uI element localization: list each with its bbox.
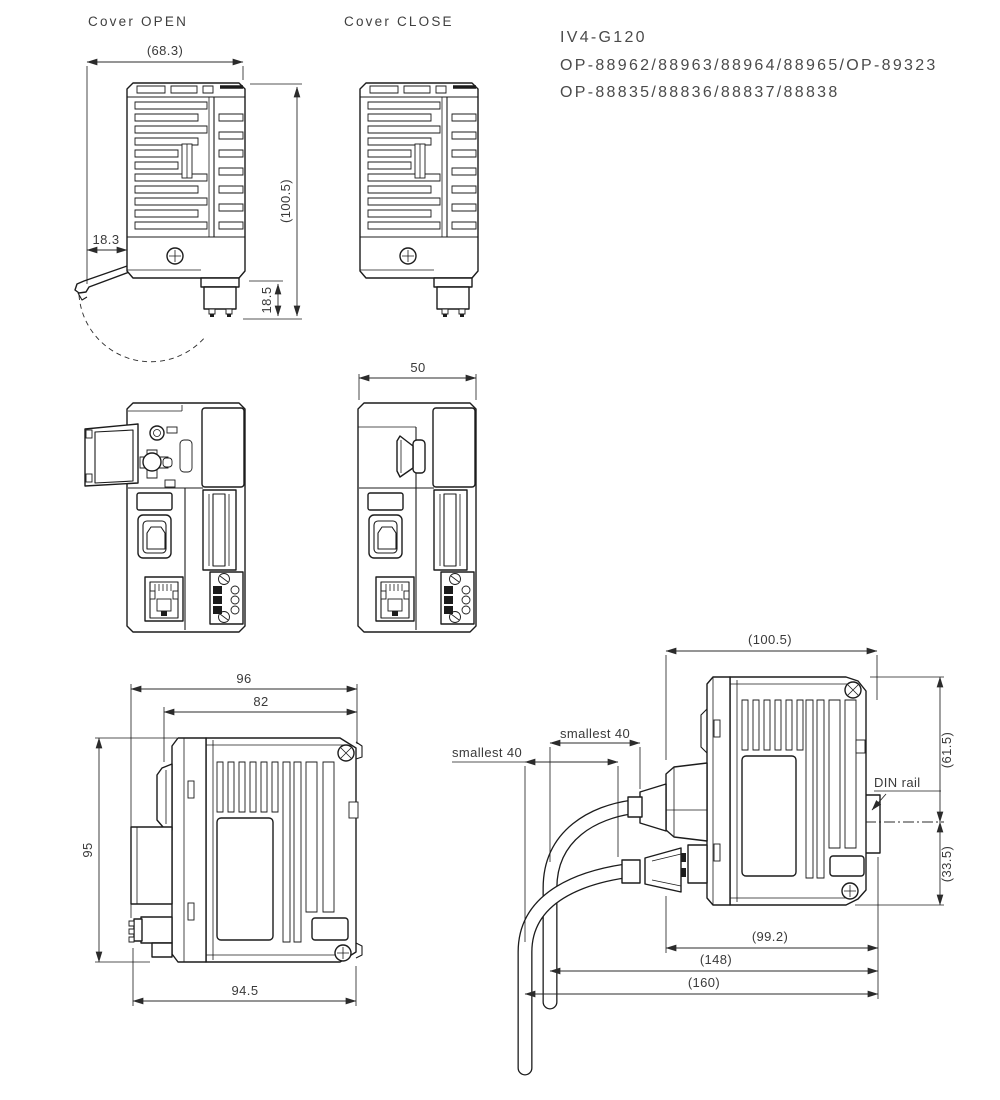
connector-block-side [130,826,173,905]
upper-cable [543,800,639,1009]
ethernet-port [144,576,184,622]
dim-mount-upper-height: (61.5) [939,732,954,768]
side-cover-panel [432,407,476,488]
lower-connector-side [140,916,173,944]
side-label-area [741,755,797,877]
option-codes-line1: OP-88962/88963/88964/88965/OP-89323 [560,57,938,74]
view-cover-close [359,82,479,317]
front-screw [149,425,165,441]
front-bezel [171,737,207,963]
dims-mounted: (100.5) smallest 40 smallest 40 (61.5) (… [452,632,954,999]
dim-side-overall: 96 [236,671,251,686]
usb-port [368,514,403,559]
dim-side-bottom: 94.5 [232,983,259,998]
upper-connector-housing [665,762,708,842]
terminal-block [209,571,244,625]
lower-connector-socket [687,844,708,884]
view-mounted: (100.5) smallest 40 smallest 40 (61.5) (… [452,632,954,1076]
din-clip [348,801,359,819]
lever-hook [77,292,88,301]
head-connector [200,277,240,288]
top-vent-slots [369,85,447,94]
upper-cable-plug [639,783,667,832]
cover-latch [396,435,426,478]
din-rail-label: DIN rail [874,775,921,790]
side-small-panel [829,855,865,877]
usb-port [137,514,172,559]
lower-cable-boot [621,859,641,884]
label-window [367,492,404,511]
dims-front: 50 [358,360,477,400]
side-vent-slats [741,699,857,879]
dim-bend-upper: smallest 40 [560,726,630,741]
dim-front-width: 50 [410,360,425,375]
cover-open-title: Cover OPEN [88,14,188,29]
view-side: 96 82 95 94.5 [80,671,363,1006]
side-cover-panel [201,407,245,488]
latch-side [156,763,173,831]
latch-profile [700,708,708,754]
terminal-block [440,571,475,625]
dim-side-height: 95 [80,842,95,857]
open-cover-lever [74,264,133,294]
model-number: IV4-G120 [560,29,647,46]
dim-connector-depth: 18.5 [259,287,274,314]
round-connector [142,452,162,472]
side-slot-block [202,489,237,571]
lower-cable-plug [644,847,682,893]
lower-cable [518,864,632,1075]
view-cover-open: (68.3) (100.5) 18.3 18.5 [74,43,302,363]
view-front-open [84,402,246,633]
dim-side-body: 82 [253,694,268,709]
dims-cover-open: (68.3) (100.5) 18.3 18.5 [86,43,302,320]
dim-cover-tip: 18.3 [93,232,120,247]
side-slot-block [433,489,468,571]
upper-cable-boot [627,796,643,818]
dim-mount-overall: (100.5) [748,632,792,647]
side-vent-slats [216,761,335,943]
dims-side: 96 82 95 94.5 [80,671,358,1006]
option-codes-line2: OP-88835/88836/88837/88838 [560,84,840,101]
side-label-area [216,817,274,941]
small-port [162,457,173,468]
dim-mount-lower-height: (33.5) [939,846,954,882]
part-number-block: IV4-G120 OP-88962/88963/88964/88965/OP-8… [560,29,938,101]
ethernet-port [375,576,415,622]
head-connector [433,277,473,288]
label-window [136,492,173,511]
dim-open-height: (100.5) [278,179,293,223]
din-clip [855,739,866,754]
top-vent-slots [136,85,214,94]
vent-slats-left [367,101,441,230]
dim-bend-lower: smallest 40 [452,745,522,760]
view-front-closed: 50 [357,360,477,633]
opened-cover-flap [84,423,139,487]
vent-slats-left [134,101,208,230]
side-small-panel [311,917,349,941]
dim-open-width: (68.3) [147,43,183,58]
vent-slats-right [218,113,244,230]
cover-close-title: Cover CLOSE [344,14,454,29]
latch-slot [179,439,193,473]
dim-mount-160: (160) [688,975,720,990]
cover-swing-arc [78,294,207,363]
vent-slats-right [451,113,477,230]
front-bezel [706,676,731,906]
dim-mount-connector: (99.2) [752,929,788,944]
dim-mount-148: (148) [700,952,732,967]
